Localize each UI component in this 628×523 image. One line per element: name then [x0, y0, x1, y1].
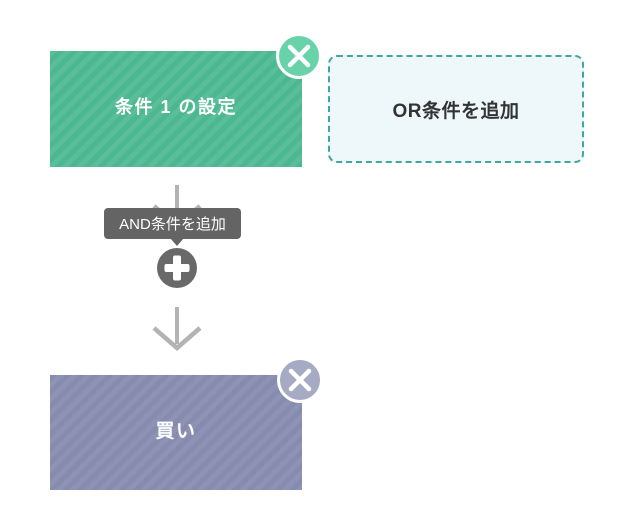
- close-icon: [279, 36, 319, 76]
- or-condition-add-label: OR条件を追加: [392, 100, 520, 122]
- buy-action-close-button[interactable]: [277, 357, 323, 403]
- buy-action-node[interactable]: 買い: [50, 375, 302, 490]
- condition-1-close-button[interactable]: [276, 33, 322, 79]
- close-icon: [280, 360, 320, 400]
- plus-icon: [157, 248, 197, 288]
- buy-action-label: 買い: [155, 421, 197, 442]
- flow-arrow-bottom: [152, 307, 202, 351]
- and-condition-add-button[interactable]: [157, 248, 197, 288]
- or-condition-add-button[interactable]: OR条件を追加: [328, 55, 584, 163]
- and-condition-tooltip-label: AND条件を追加: [119, 216, 226, 233]
- condition-1-label: 条件 1 の設定: [114, 97, 237, 117]
- condition-1-node[interactable]: 条件 1 の設定: [50, 51, 302, 167]
- tooltip-caret: [170, 238, 184, 246]
- and-condition-tooltip: AND条件を追加: [104, 208, 241, 239]
